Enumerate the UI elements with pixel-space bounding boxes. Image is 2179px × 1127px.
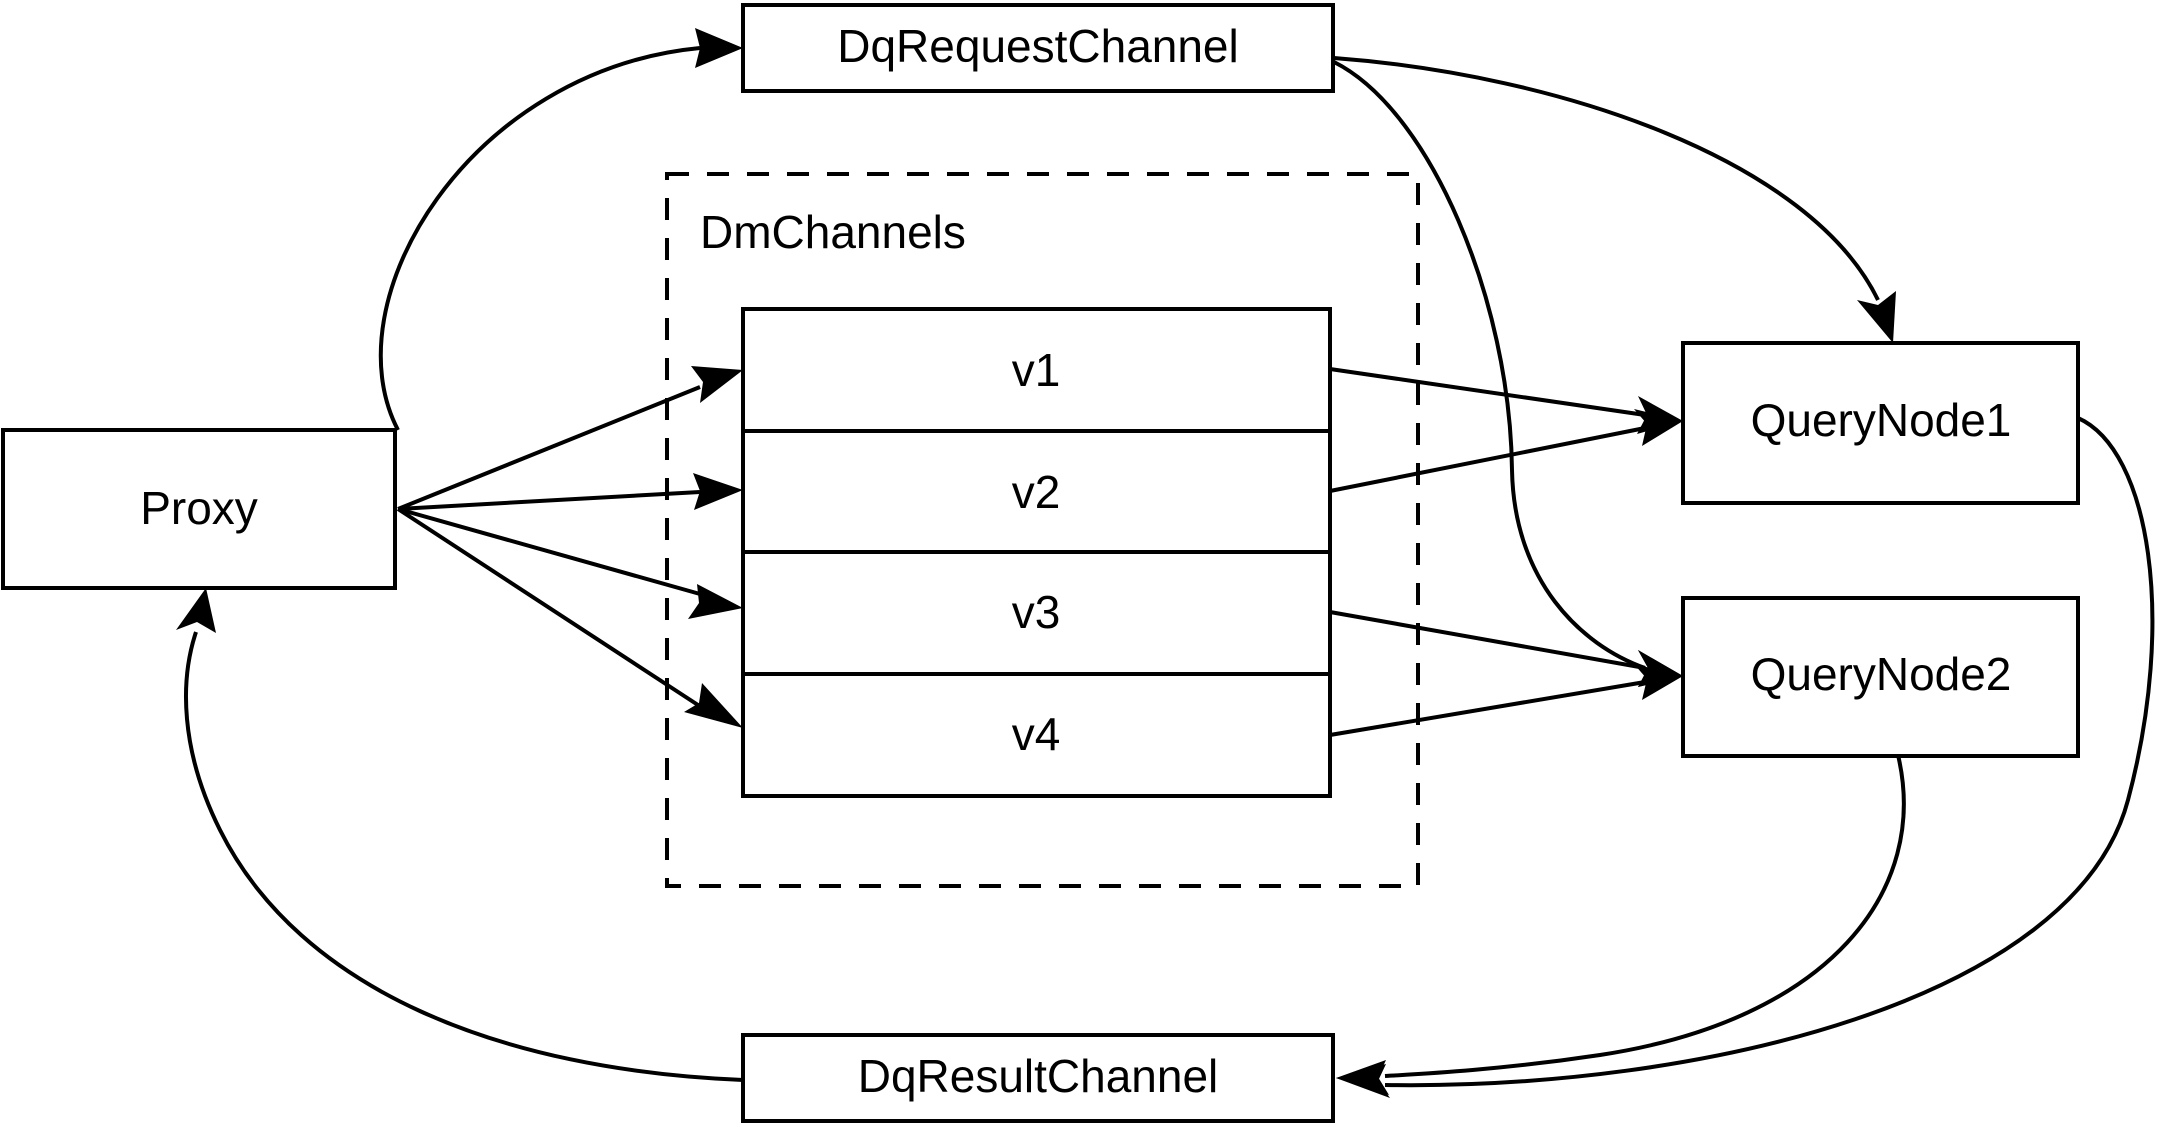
edge-proxy-to-v4 [396,507,743,728]
edge-path [1384,754,1906,1078]
query-node-1-box[interactable] [1681,341,2080,505]
edge-proxy-to-v2 [397,473,743,511]
edge-path [378,46,701,431]
dmchannels-group-label: DmChannels [700,206,966,258]
channel-row-v1-label: v1 [1012,344,1061,396]
arrowhead [1634,664,1683,700]
dq-result-channel-box[interactable] [741,1033,1335,1123]
node-proxy[interactable]: Proxy [1,428,397,590]
dq-request-channel-label: DqRequestChannel [837,20,1239,72]
edge-querynode2-to-dqresultchannel [1336,754,1906,1095]
channel-row-v3-label: v3 [1012,586,1061,638]
edge-path [1333,56,1880,301]
edge-path [1384,416,2155,1088]
arrowhead [695,28,743,68]
proxy-box[interactable] [1,428,397,590]
channel-table: v1 v2 v3 v4 [741,307,1332,798]
dmchannels-group: DmChannels [665,172,1420,888]
edge-path [397,385,701,511]
arrowhead [693,473,743,510]
query-node-1-label: QueryNode1 [1751,394,2012,446]
edge-v2-to-querynode1 [1329,409,1683,493]
arrowhead [688,584,743,619]
edge-path [1329,610,1646,670]
edge-proxy-to-dqrequestchannel [378,28,743,431]
edge-path [1329,680,1646,737]
arrowhead [684,683,743,728]
edge-dqrequestchannel-to-querynode2 [1333,60,1683,687]
edge-proxy-to-v1 [397,366,743,511]
dq-request-channel-box[interactable] [741,3,1335,93]
dmchannels-group-border [665,172,1420,888]
edge-path [1329,367,1646,417]
arrowhead [691,366,743,403]
arrowhead [1336,1060,1389,1095]
edge-dqrequestchannel-to-querynode1 [1333,56,1896,343]
arrowhead [1857,291,1896,343]
arrowhead [176,588,216,633]
query-node-2-box[interactable] [1681,596,2080,758]
edge-v3-to-querynode2 [1329,610,1683,687]
query-node-2-label: QueryNode2 [1751,648,2012,700]
edge-dqresultchannel-to-proxy [176,588,744,1082]
node-dq-request-channel[interactable]: DqRequestChannel [741,3,1335,93]
edge-proxy-to-v3 [397,507,743,619]
edge-v4-to-querynode2 [1329,664,1683,737]
edge-path [396,507,700,707]
dq-result-channel-label: DqResultChannel [858,1050,1219,1102]
edge-path [1329,426,1646,493]
channel-row-v4-label: v4 [1012,708,1061,760]
edge-path [397,507,701,596]
channel-row-v2-label: v2 [1012,466,1061,518]
node-query-node-1[interactable]: QueryNode1 [1681,341,2080,505]
edge-path [1333,60,1646,670]
edge-path [184,631,744,1082]
proxy-label: Proxy [140,482,258,534]
arrowhead [1634,409,1683,446]
node-dq-result-channel[interactable]: DqResultChannel [741,1033,1335,1123]
node-query-node-2[interactable]: QueryNode2 [1681,596,2080,758]
edge-path [397,490,701,511]
